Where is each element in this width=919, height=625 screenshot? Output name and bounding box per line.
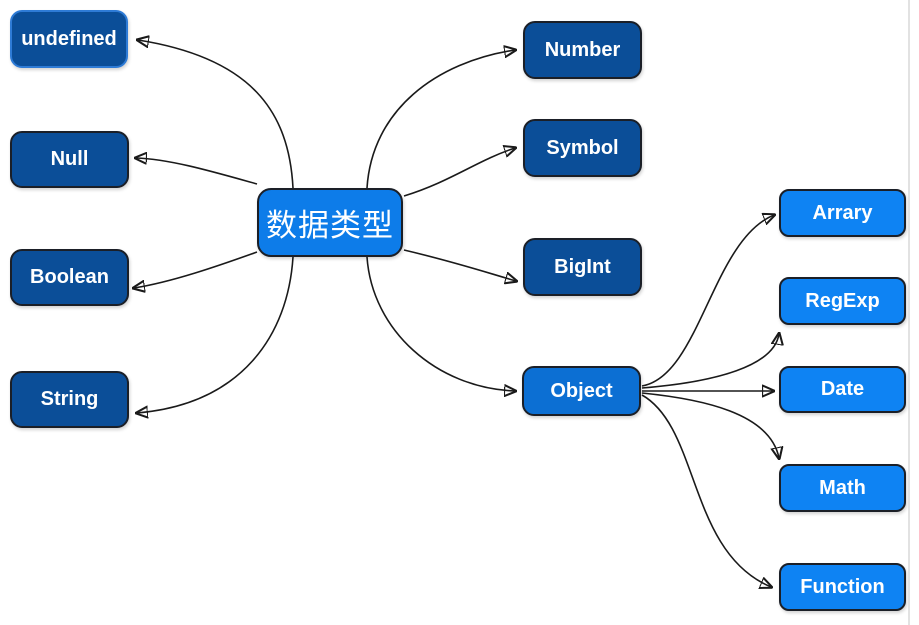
edge-root-object (366, 256, 515, 391)
edge-root-string (137, 256, 294, 413)
node-boolean[interactable]: Boolean (10, 249, 129, 306)
edge-root-null (136, 158, 258, 185)
node-function[interactable]: Function (779, 563, 906, 611)
node-undefined[interactable]: undefined (10, 10, 128, 68)
edge-root-bigint (403, 249, 516, 281)
edge-root-boolean (134, 251, 258, 288)
node-null[interactable]: Null (10, 131, 129, 188)
node-symbol[interactable]: Symbol (523, 119, 642, 177)
node-number[interactable]: Number (523, 21, 642, 79)
panel-divider (908, 0, 910, 625)
node-bigint[interactable]: BigInt (523, 238, 642, 296)
node-math[interactable]: Math (779, 464, 906, 512)
node-date[interactable]: Date (779, 366, 906, 413)
edge-root-number (366, 50, 515, 189)
edge-object-regexp (641, 334, 779, 389)
edge-root-undefined (138, 40, 294, 189)
node-string[interactable]: String (10, 371, 129, 428)
edge-object-function (641, 394, 771, 587)
edge-object-array (641, 215, 774, 387)
node-regexp[interactable]: RegExp (779, 277, 906, 325)
node-array[interactable]: Arrary (779, 189, 906, 237)
node-root-data-types[interactable]: 数据类型 (257, 188, 403, 257)
edge-root-symbol (403, 148, 515, 197)
edge-object-math (641, 392, 779, 458)
node-object[interactable]: Object (522, 366, 641, 416)
